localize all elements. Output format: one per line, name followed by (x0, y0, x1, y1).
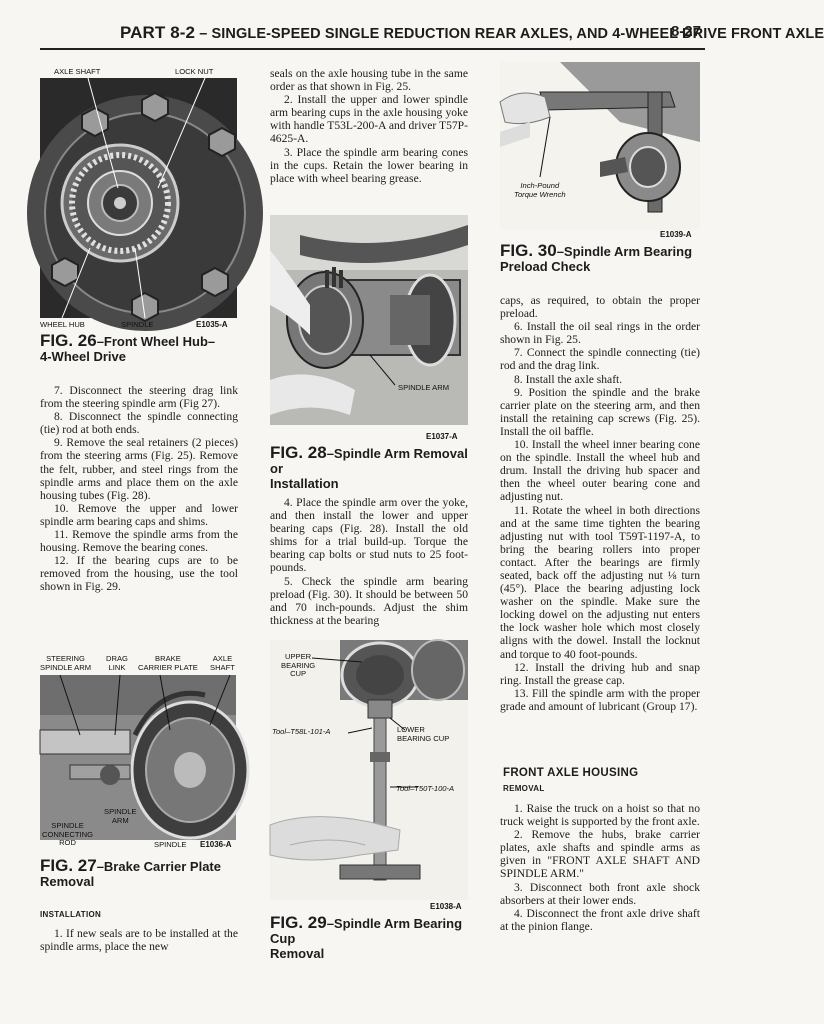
fig30-code: E1039-A (660, 230, 692, 239)
fig29-caption-title: –Spindle Arm Bearing Cup (270, 916, 463, 946)
col2-step-4: 4. Place the spindle arm over the yoke, … (270, 496, 468, 575)
col2-step-5: 5. Check the spindle arm bearing preload… (270, 574, 468, 627)
fig26-caption-subtitle: 4-Wheel Drive (40, 349, 126, 364)
col2-step-3: 3. Place the spindle arm bearing cones i… (270, 145, 468, 185)
fig27-label-brake-plate: BRAKE CARRIER PLATE (138, 654, 198, 672)
col1-text: 7. Disconnect the steering drag link fro… (40, 384, 238, 594)
fig27-caption-number: FIG. 27 (40, 856, 97, 875)
fig29-photo (269, 639, 468, 900)
fig28-code: E1037-A (426, 432, 458, 441)
col3-text-removal: 1. Raise the truck on a hoist so that no… (500, 802, 700, 933)
fig27-label-spindle-arm: SPINDLE ARM (104, 807, 137, 825)
fig29-label-tool-t50t: Tool–T50T-100-A (396, 784, 455, 793)
col3-intro: caps, as required, to obtain the proper … (500, 294, 700, 321)
col3-text-top: caps, as required, to obtain the proper … (500, 294, 700, 713)
fig27-caption-subtitle: Removal (40, 874, 95, 889)
fig28-caption-title: –Spindle Arm Removal or (270, 446, 468, 476)
col1-step-7: 7. Disconnect the steering drag link fro… (40, 384, 238, 411)
page-number: 8-27 (670, 23, 701, 40)
fig26-caption-title: –Front Wheel Hub– (96, 334, 216, 349)
col2-text-top: seals on the axle housing tube in the sa… (270, 67, 468, 185)
col3-step-11: 11. Rotate the wheel in both directions … (500, 503, 700, 661)
fig30-photo (499, 62, 700, 230)
header-title-text: – SINGLE-SPEED SINGLE REDUCTION REAR AXL… (195, 26, 824, 42)
header-title: PART 8-2 – SINGLE-SPEED SINGLE REDUCTION… (120, 23, 824, 43)
fig30-caption-subtitle: Preload Check (500, 259, 591, 274)
fig28-caption-subtitle: Installation (270, 476, 339, 491)
install-step-1: 1. If new seals are to be installed at t… (40, 927, 238, 954)
fig30-caption-title: –Spindle Arm Bearing (556, 244, 693, 259)
col3-step-9: 9. Position the spindle and the brake ca… (500, 385, 700, 438)
fig29-code: E1038-A (430, 902, 462, 911)
page-header: PART 8-2 – SINGLE-SPEED SINGLE REDUCTION… (40, 20, 824, 50)
col3-step-12: 12. Install the driving hub and snap rin… (500, 660, 700, 687)
removal-step-1: 1. Raise the truck on a hoist so that no… (500, 802, 700, 829)
fig26-label-wheel-hub: WHEEL HUB (40, 320, 85, 329)
fig29-label-tool-t58l: Tool–T58L-101-A (272, 727, 331, 736)
fig30-caption-number: FIG. 30 (500, 241, 557, 260)
col3-step-7: 7. Connect the spindle connecting (tie) … (500, 346, 700, 373)
fig29-caption-number: FIG. 29 (270, 913, 327, 932)
col2-step-2: 2. Install the upper and lower spindle a… (270, 93, 468, 146)
fig29-label-lower-cup: LOWER BEARING CUP (397, 725, 450, 743)
fig29-caption: FIG. 29–Spindle Arm Bearing Cup Removal (270, 913, 475, 961)
fig27-label-drag-link: DRAG LINK (106, 654, 128, 672)
fig26-code: E1035-A (196, 320, 228, 329)
fig26-label-lock-nut: LOCK NUT (175, 67, 214, 76)
col1-step-11: 11. Remove the spindle arms from the hou… (40, 528, 238, 555)
col1-step-9: 9. Remove the seal retainers (2 pieces) … (40, 436, 238, 502)
fig27-label-steering-arm: STEERING SPINDLE ARM (40, 654, 92, 672)
fig29-label-upper-cup: UPPER BEARING CUP (281, 652, 316, 678)
fig27-code: E1036-A (200, 840, 232, 849)
header-part: PART 8-2 (120, 23, 196, 42)
fig27-caption: FIG. 27–Brake Carrier Plate Removal (40, 856, 240, 889)
fig26-photo (27, 77, 263, 331)
fig27-photo (39, 674, 250, 840)
fig28-label-spindle-arm: SPINDLE ARM (398, 383, 450, 392)
removal-heading: REMOVAL (503, 784, 545, 793)
fig26-label-axle-shaft: AXLE SHAFT (54, 67, 101, 76)
col3-step-13: 13. Fill the spindle arm with the proper… (500, 686, 700, 713)
fig28-caption-number: FIG. 28 (270, 443, 327, 462)
fig27-caption-title: –Brake Carrier Plate (96, 859, 221, 874)
fig28-caption: FIG. 28–Spindle Arm Removal or Installat… (270, 443, 470, 491)
col2-intro: seals on the axle housing tube in the sa… (270, 67, 468, 94)
fig27-label-spindle: SPINDLE (154, 840, 187, 849)
fig30-caption: FIG. 30–Spindle Arm Bearing Preload Chec… (500, 241, 705, 274)
col3-step-10: 10. Install the wheel inner bearing cone… (500, 438, 700, 504)
fig29-caption-subtitle: Removal (270, 946, 325, 961)
fig28-photo (270, 215, 468, 425)
col3-step-8: 8. Install the axle shaft. (514, 372, 623, 386)
fig26-caption: FIG. 26–Front Wheel Hub– 4-Wheel Drive (40, 331, 240, 364)
col1-step-8: 8. Disconnect the spindle connecting (ti… (40, 410, 238, 437)
removal-step-3: 3. Disconnect both front axle shock abso… (500, 880, 700, 907)
front-axle-housing-heading: FRONT AXLE HOUSING (503, 767, 639, 779)
fig30-label-torque-wrench: Inch-Pound Torque Wrench (514, 181, 566, 199)
col3-step-6: 6. Install the oil seal rings in the ord… (500, 320, 700, 347)
col1-step-10: 10. Remove the upper and lower spindle a… (40, 501, 238, 528)
fig26-label-spindle: SPINDLE (121, 320, 154, 329)
removal-step-4: 4. Disconnect the front axle drive shaft… (500, 906, 700, 933)
col1-step-12: 12. If the bearing cups are to be remove… (40, 554, 238, 594)
fig27-label-axle-shaft: AXLE SHAFT (210, 654, 235, 672)
installation-heading: INSTALLATION (40, 910, 102, 919)
col2-text-middle: 4. Place the spindle arm over the yoke, … (270, 496, 468, 627)
fig26-caption-number: FIG. 26 (40, 331, 97, 350)
fig27-label-spindle-connecting-rod: SPINDLE CONNECTING ROD (42, 821, 94, 847)
removal-step-2: 2. Remove the hubs, brake carrier plates… (500, 828, 700, 881)
installation-text: 1. If new seals are to be installed at t… (40, 927, 238, 953)
